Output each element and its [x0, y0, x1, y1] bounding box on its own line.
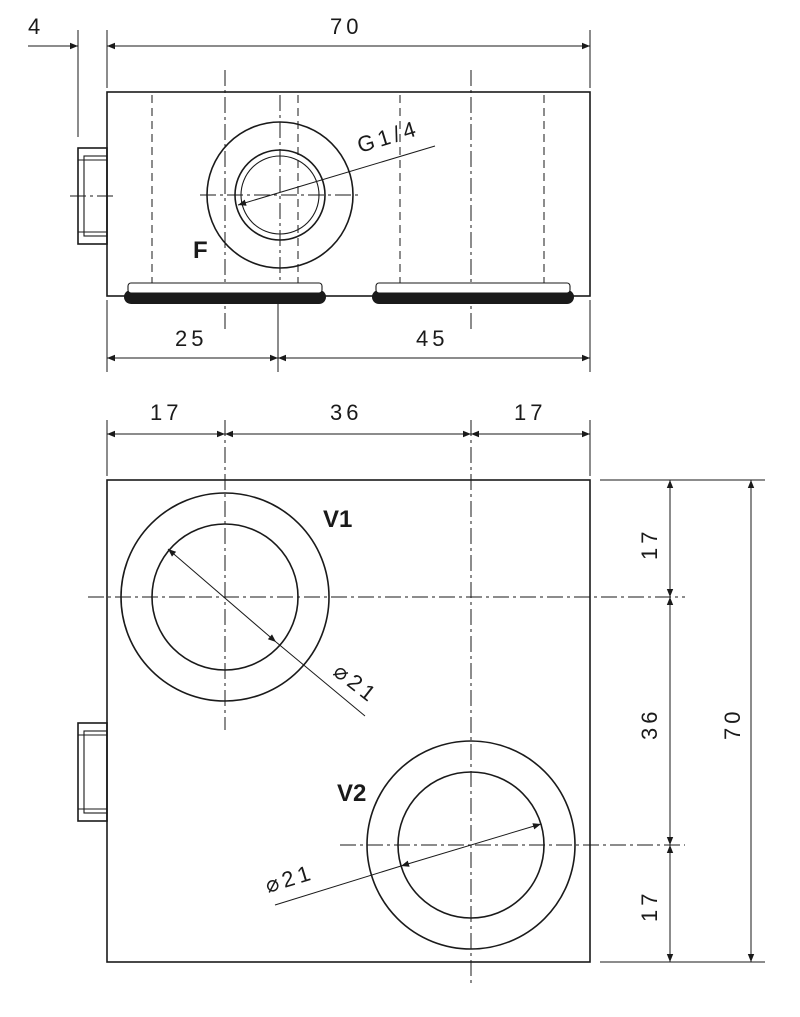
- dim-plan-right-top: 17: [637, 528, 662, 560]
- plan-view: V1 ⌀21 V2 ⌀21 17 36 17 17 36 17 70: [77, 400, 765, 985]
- dim-plan-top-middle: 36: [330, 400, 362, 425]
- bottom-seals: [124, 282, 574, 304]
- port-v1: [120, 492, 330, 702]
- dim-top-total: 70: [330, 14, 362, 39]
- top-view: G1/4 F 4 70 25 45: [28, 14, 591, 372]
- port-v1-diameter: ⌀21: [329, 658, 384, 708]
- port-f: [206, 121, 354, 269]
- dim-lower-left: 25: [175, 326, 207, 351]
- port-v2-diameter: ⌀21: [262, 859, 317, 897]
- dim-top-left: 4: [28, 14, 44, 39]
- port-v2: [366, 740, 576, 950]
- dim-plan-top-right: 17: [514, 400, 546, 425]
- dim-lower-right: 45: [416, 326, 448, 351]
- plan-view-body: [106, 479, 591, 963]
- dim-plan-right-bottom: 17: [637, 890, 662, 922]
- port-thread-label: G1/4: [354, 115, 422, 158]
- port-f-label: F: [193, 237, 208, 264]
- top-view-body: [106, 91, 591, 297]
- side-fitting-top: [70, 147, 115, 245]
- port-v2-label: V2: [337, 780, 366, 807]
- dim-plan-top-left: 17: [150, 400, 182, 425]
- port-v1-label: V1: [323, 506, 352, 533]
- dim-plan-right-middle: 36: [637, 708, 662, 740]
- side-fitting-plan: [77, 722, 108, 822]
- dim-plan-right-total: 70: [720, 708, 745, 740]
